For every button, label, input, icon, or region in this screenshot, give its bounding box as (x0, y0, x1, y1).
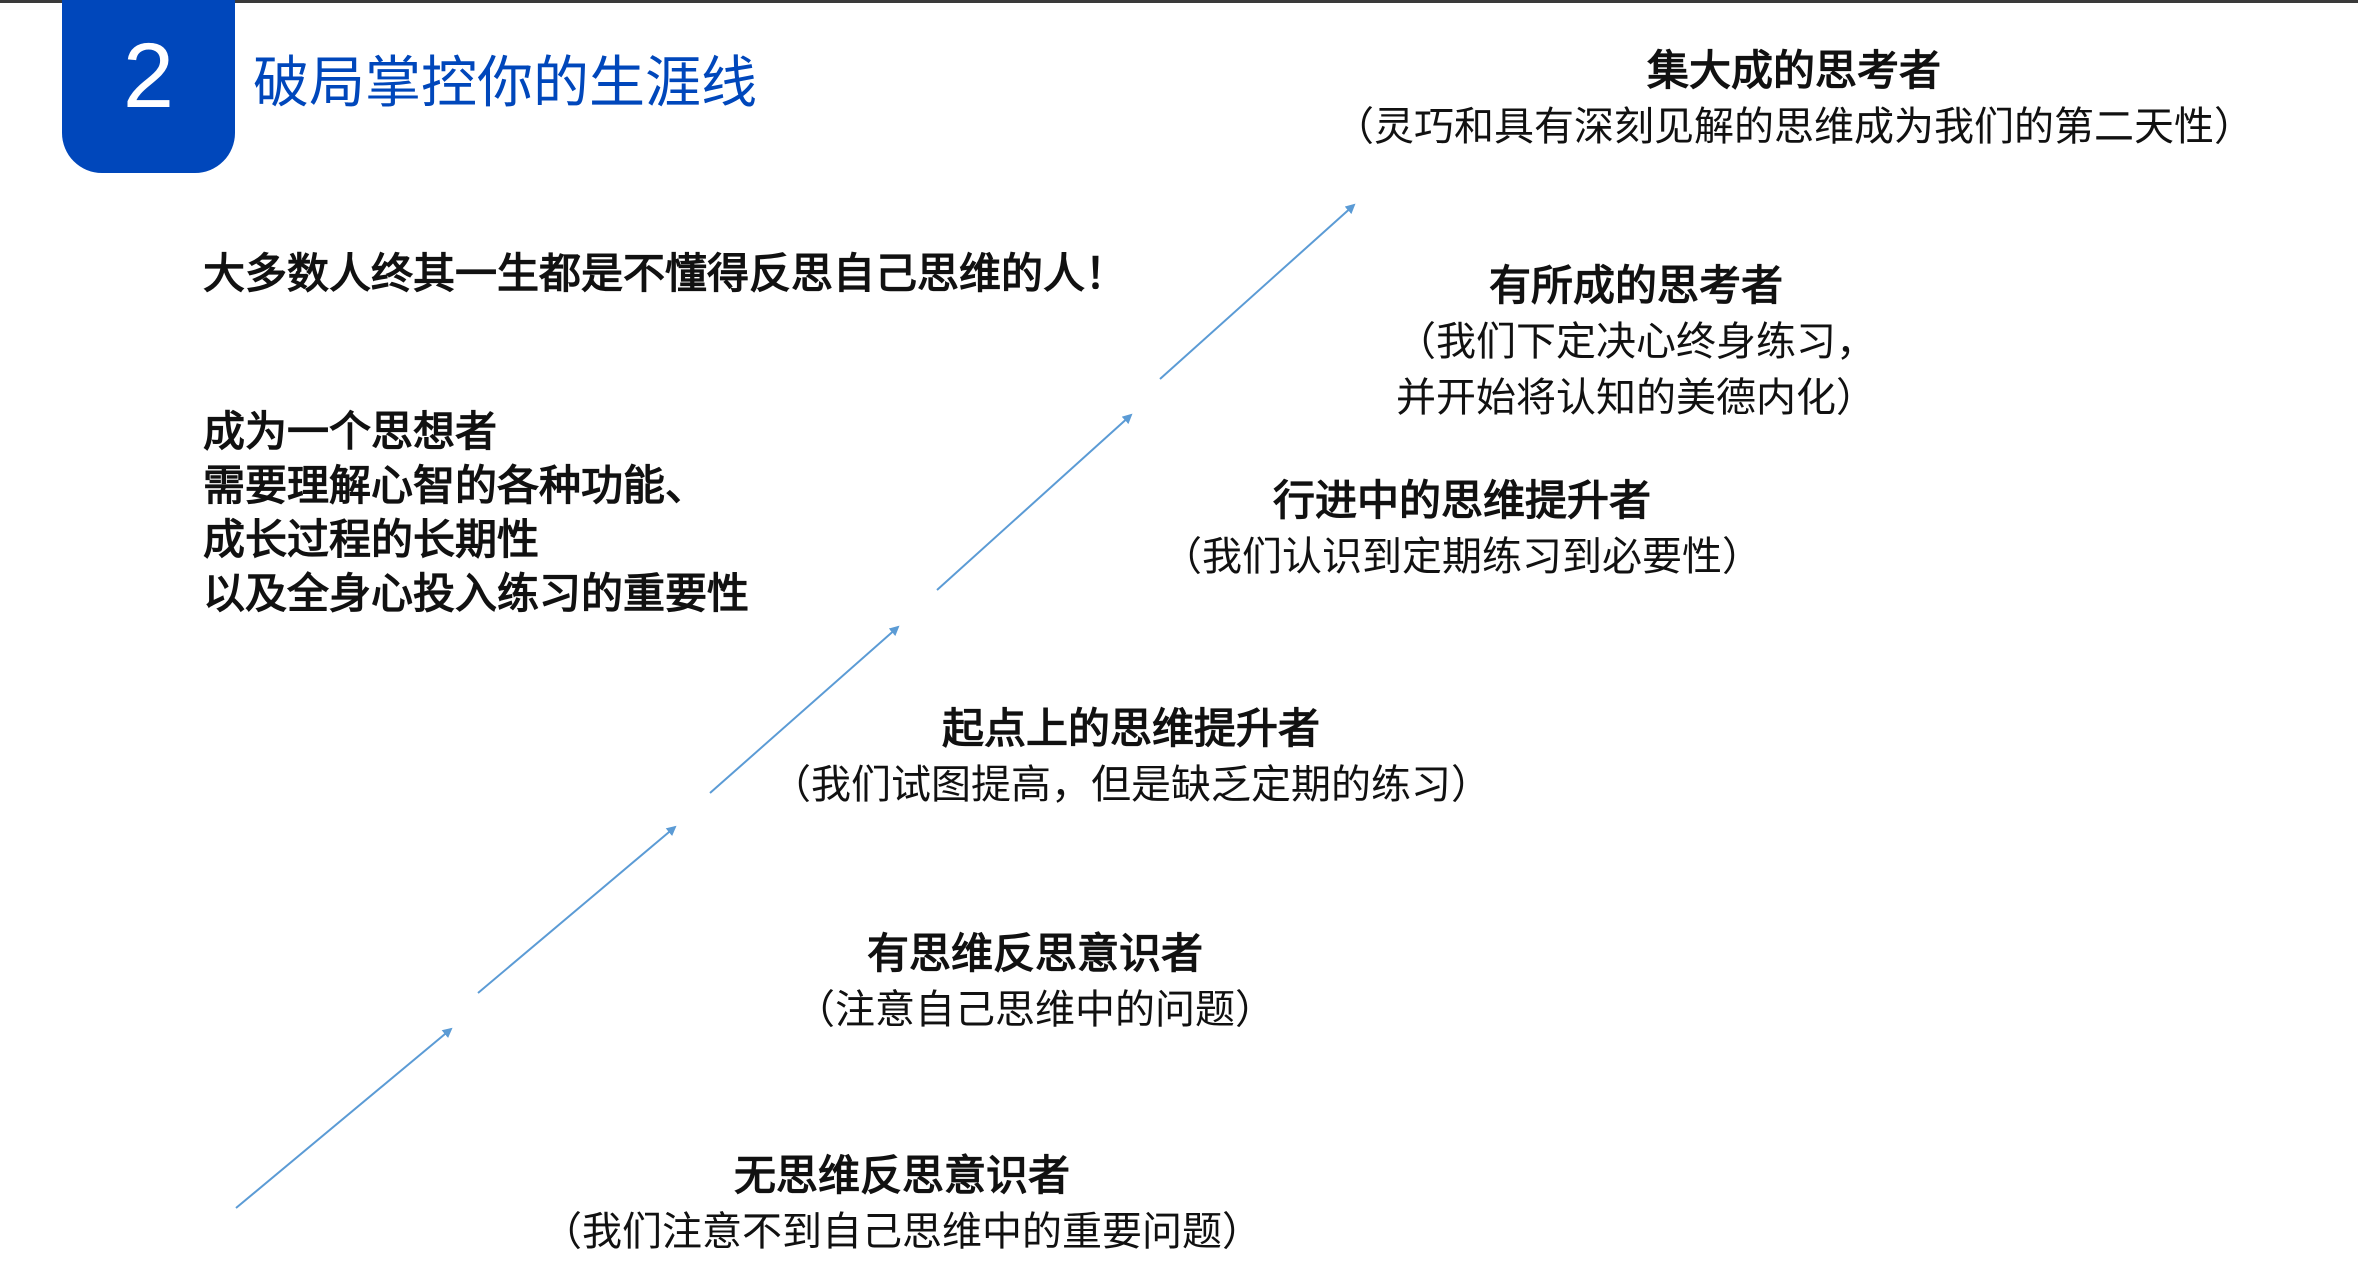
page-title: 破局掌控你的生涯线 (253, 51, 757, 116)
section-number-badge: 2 (62, 0, 235, 173)
stage-6: 集大成的思考者 （灵巧和具有深刻见解的思维成为我们的第二天性） (1334, 43, 2254, 155)
stage-desc: （我们注意不到自己思维中的重要问题） (542, 1209, 1262, 1255)
stage-title: 有思维反思意识者 (866, 929, 1203, 978)
stage-5: 有所成的思考者 （我们下定决心终身练习， 并开始将认知的美德内化） (1396, 258, 1876, 426)
stage-title: 集大成的思考者 (1646, 46, 1941, 95)
stage-desc: （我们认识到定期练习到必要性） (1162, 534, 1762, 580)
stage-title: 起点上的思维提升者 (941, 704, 1320, 753)
stage-title: 无思维反思意识者 (733, 1151, 1070, 1200)
stage-1: 无思维反思意识者 （我们注意不到自己思维中的重要问题） (542, 1148, 1262, 1260)
intro-line: 以及全身心投入练习的重要性 (203, 569, 750, 618)
stage-3: 起点上的思维提升者 （我们试图提高，但是缺乏定期的练习） (771, 701, 1491, 813)
arrow-5 (1159, 203, 1356, 380)
arrow-1 (235, 1027, 453, 1209)
intro-line: 成为一个思想者 (203, 407, 498, 456)
stage-title: 有所成的思考者 (1488, 261, 1783, 310)
stage-desc: （我们下定决心终身练习， (1396, 319, 1876, 365)
intro-lead: 大多数人终其一生都是不懂得反思自己思维的人！ (203, 249, 1128, 298)
intro-line: 成长过程的长期性 (203, 515, 540, 564)
arrow-3 (709, 625, 900, 794)
stage-4: 行进中的思维提升者 （我们认识到定期练习到必要性） (1162, 473, 1762, 585)
stage-2: 有思维反思意识者 （注意自己思维中的问题） (795, 926, 1275, 1038)
stage-desc: （我们试图提高，但是缺乏定期的练习） (771, 762, 1491, 808)
stage-desc: （灵巧和具有深刻见解的思维成为我们的第二天性） (1334, 104, 2254, 150)
intro-line: 需要理解心智的各种功能、 (203, 461, 708, 510)
arrow-2 (477, 825, 677, 994)
intro-block: 成为一个思想者 需要理解心智的各种功能、 成长过程的长期性 以及全身心投入练习的… (203, 405, 749, 621)
window-top-border (0, 0, 2358, 3)
stage-desc: 并开始将认知的美德内化） (1396, 375, 1876, 421)
arrow-4 (936, 413, 1133, 591)
stage-desc: （注意自己思维中的问题） (795, 987, 1275, 1033)
stage-title: 行进中的思维提升者 (1272, 476, 1651, 525)
